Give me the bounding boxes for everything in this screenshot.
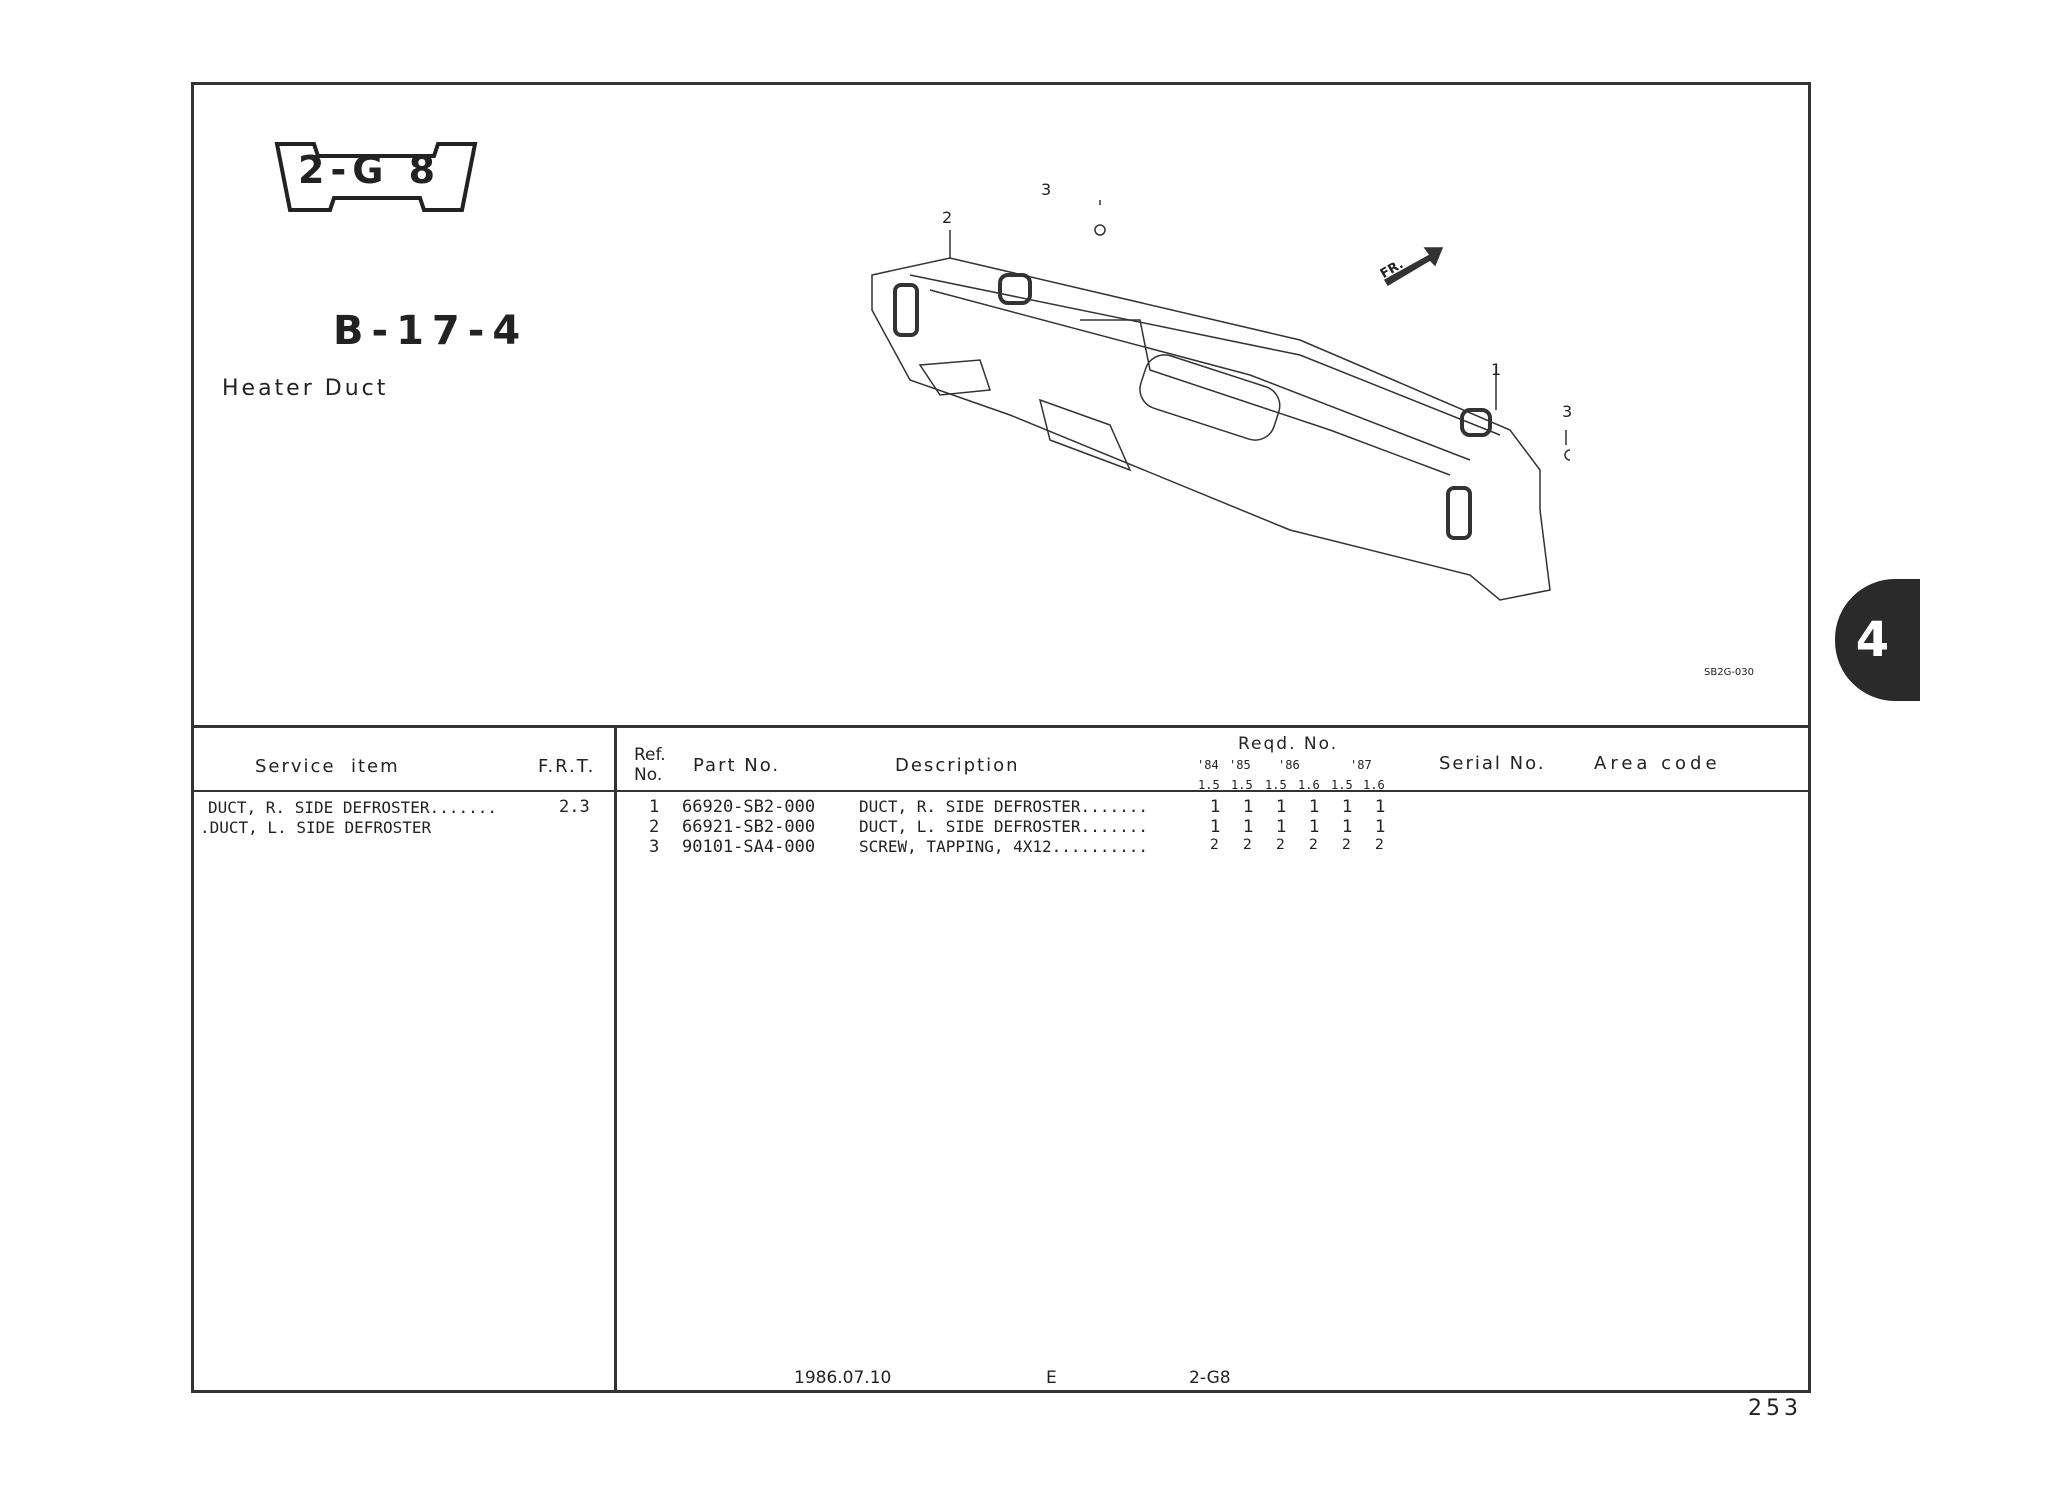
service-item-frt: 2.3 (559, 797, 590, 817)
header-area-code: Area code (1594, 753, 1721, 774)
part-number: 90101-SA4-000 (682, 837, 816, 857)
part-qty: 2 (1276, 837, 1285, 853)
part-ref: 1 (649, 797, 660, 817)
part-number: 66920-SB2-000 (682, 797, 816, 817)
engine-2: 1.5 (1231, 778, 1253, 792)
part-qty: 1 (1375, 797, 1386, 817)
part-description: DUCT, L. SIDE DEFROSTER....... (859, 817, 1148, 836)
header-frt: F.R.T. (538, 756, 596, 777)
page-frame (191, 82, 1811, 1393)
engine-4: 1.6 (1298, 778, 1320, 792)
part-qty: 2 (1243, 837, 1252, 853)
group-badge: 2-G 8 (298, 148, 442, 192)
header-description: Description (895, 755, 1020, 776)
footer-edition: E (1046, 1368, 1057, 1388)
part-qty: 1 (1375, 817, 1386, 837)
part-description: DUCT, R. SIDE DEFROSTER....... (859, 797, 1148, 816)
service-item-name: DUCT, R. SIDE DEFROSTER....... (208, 798, 497, 817)
part-qty: 2 (1342, 837, 1351, 853)
year-85: '85 (1229, 758, 1251, 772)
header-service-item: Service item (255, 756, 400, 777)
part-qty: 1 (1210, 817, 1221, 837)
part-qty: 1 (1309, 797, 1320, 817)
header-ref: Ref. (634, 745, 666, 765)
section-title: Heater Duct (222, 376, 389, 401)
part-qty: 2 (1375, 837, 1384, 853)
engine-3: 1.5 (1265, 778, 1287, 792)
year-84: '84 (1197, 758, 1219, 772)
callout-3: 3 (1041, 180, 1052, 199)
header-no: No. (634, 765, 663, 785)
section-divider (191, 725, 1811, 728)
column-divider (614, 727, 617, 1393)
group-badge-frame (274, 142, 478, 212)
illustration-code: SB2G-030 (1704, 667, 1755, 678)
footer-date: 1986.07.10 (794, 1368, 892, 1388)
footer-group: 2-G8 (1189, 1368, 1231, 1388)
part-qty: 1 (1309, 817, 1320, 837)
header-part-no: Part No. (693, 755, 781, 776)
year-87: '87 (1350, 758, 1372, 772)
section-tab[interactable]: 4 (1835, 579, 1920, 701)
part-qty: 1 (1210, 797, 1221, 817)
header-divider (191, 790, 1811, 792)
service-item-name: .DUCT, L. SIDE DEFROSTER (200, 818, 432, 837)
part-ref: 3 (649, 837, 660, 857)
engine-1: 1.5 (1198, 778, 1220, 792)
part-qty: 1 (1276, 817, 1287, 837)
engine-5: 1.5 (1331, 778, 1353, 792)
callout-2: 2 (942, 208, 953, 227)
header-reqd-no: Reqd. No. (1238, 734, 1339, 754)
part-description: SCREW, TAPPING, 4X12.......... (859, 837, 1148, 856)
part-qty: 1 (1342, 797, 1353, 817)
part-number: 66921-SB2-000 (682, 817, 816, 837)
part-qty: 1 (1243, 797, 1254, 817)
part-qty: 2 (1210, 837, 1219, 853)
part-qty: 1 (1243, 817, 1254, 837)
part-qty: 1 (1342, 817, 1353, 837)
engine-6: 1.6 (1363, 778, 1385, 792)
year-86: '86 (1278, 758, 1300, 772)
part-ref: 2 (649, 817, 660, 837)
section-code: B-17-4 (333, 308, 529, 354)
heater-duct-illustration (871, 200, 1570, 601)
header-serial-no: Serial No. (1439, 753, 1546, 774)
part-qty: 2 (1309, 837, 1318, 853)
callout-3b: 3 (1562, 402, 1573, 421)
part-qty: 1 (1276, 797, 1287, 817)
callout-1: 1 (1491, 360, 1502, 379)
page-number: 253 (1748, 1396, 1802, 1421)
